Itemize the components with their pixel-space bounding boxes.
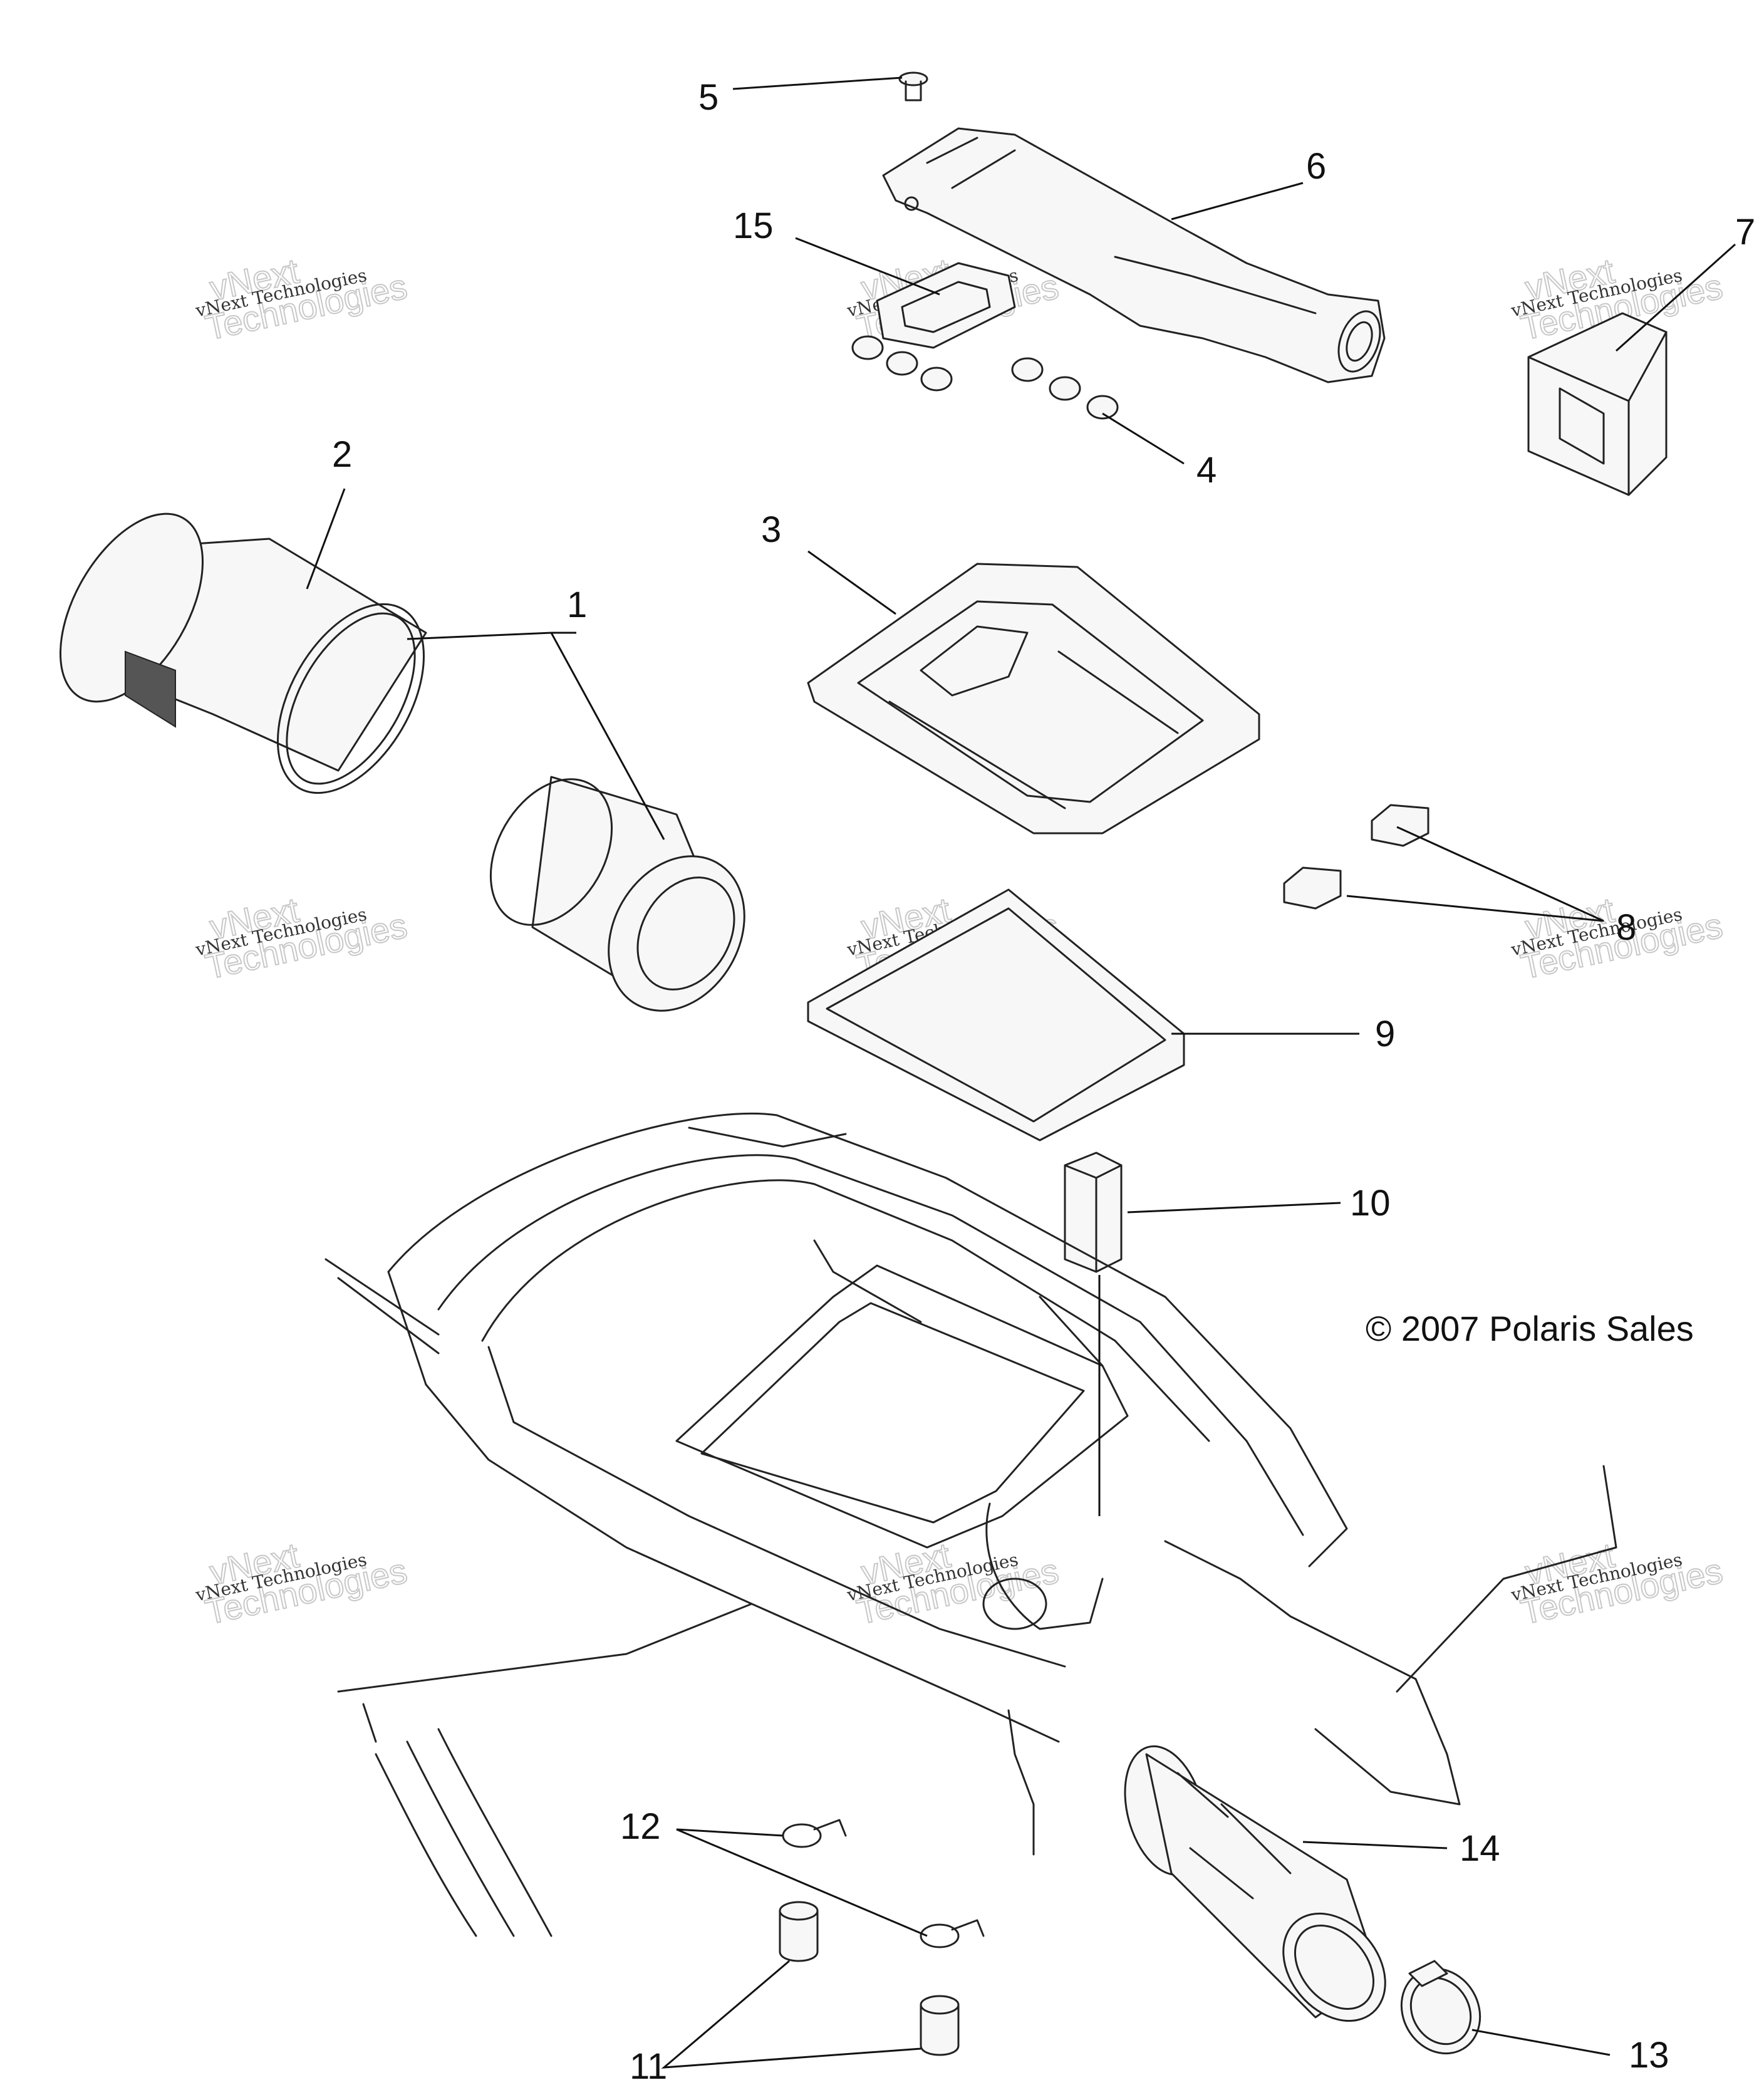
leader-7 bbox=[1615, 243, 1736, 352]
callout-14: 14 bbox=[1460, 1828, 1500, 1869]
callout-3: 3 bbox=[761, 509, 781, 550]
callout-12: 12 bbox=[620, 1806, 661, 1847]
part-2-outer-filter bbox=[60, 512, 427, 794]
part-10-foam-block bbox=[1064, 1152, 1123, 1273]
leader-14 bbox=[1302, 1841, 1448, 1849]
watermark: vNext Technologies vNext Technologies bbox=[844, 1534, 1062, 1632]
leader-3 bbox=[807, 550, 896, 615]
part-15-gasket bbox=[876, 262, 1016, 349]
watermark: vNext Technologies vNext Technologies bbox=[193, 889, 411, 987]
part-5-screw bbox=[898, 71, 928, 101]
part-6-intake-duct bbox=[882, 127, 1386, 383]
leader-5 bbox=[732, 76, 903, 90]
callout-13: 13 bbox=[1629, 2035, 1669, 2076]
part-14-intake-boot bbox=[1124, 1745, 1386, 2022]
callout-1: 1 bbox=[567, 585, 587, 625]
part-13-hose-clamp bbox=[1400, 1960, 1481, 2055]
part-9-seal bbox=[807, 888, 1185, 1141]
callout-2: 2 bbox=[332, 434, 352, 475]
leader-lines bbox=[306, 76, 1736, 2069]
part-11-caps bbox=[779, 1901, 960, 2056]
chassis-body bbox=[324, 1113, 1617, 1937]
callout-5: 5 bbox=[698, 77, 719, 118]
part-8-clips bbox=[1283, 804, 1429, 910]
callout-8: 8 bbox=[1616, 907, 1636, 948]
leader-6 bbox=[1171, 182, 1304, 221]
watermark: vNext Technologies vNext Technologies bbox=[193, 1534, 411, 1632]
leader-10 bbox=[1127, 1202, 1341, 1214]
part-1-inner-filter bbox=[489, 776, 745, 1012]
callout-10: 10 bbox=[1350, 1183, 1391, 1224]
part-7-box bbox=[1527, 312, 1668, 496]
callout-4: 4 bbox=[1196, 450, 1217, 491]
watermark: vNext Technologies vNext Technologies bbox=[193, 250, 411, 348]
callout-7: 7 bbox=[1735, 212, 1755, 252]
part-3-airbox-cover bbox=[807, 563, 1260, 835]
leader-13 bbox=[1471, 2029, 1611, 2056]
copyright-text: © 2007 Polaris Sales bbox=[1366, 1309, 1694, 1348]
watermark: vNext Technologies vNext Technologies bbox=[1508, 889, 1726, 987]
leader-2 bbox=[306, 488, 346, 590]
callout-9: 9 bbox=[1375, 1014, 1395, 1054]
leader-11 bbox=[661, 1960, 921, 2069]
part-12-spring-clips bbox=[782, 1819, 985, 1948]
callout-15: 15 bbox=[733, 205, 774, 246]
callout-6: 6 bbox=[1306, 146, 1326, 187]
leader-8 bbox=[1346, 826, 1604, 922]
leader-4 bbox=[1102, 412, 1185, 465]
part-4-grommets bbox=[851, 335, 1119, 420]
callout-labels: 5 6 15 7 4 2 1 3 8 9 10 14 12 13 11 bbox=[332, 77, 1755, 2085]
leader-15 bbox=[795, 237, 940, 296]
callout-11: 11 bbox=[630, 2046, 667, 2085]
leader-12 bbox=[676, 1828, 928, 1937]
